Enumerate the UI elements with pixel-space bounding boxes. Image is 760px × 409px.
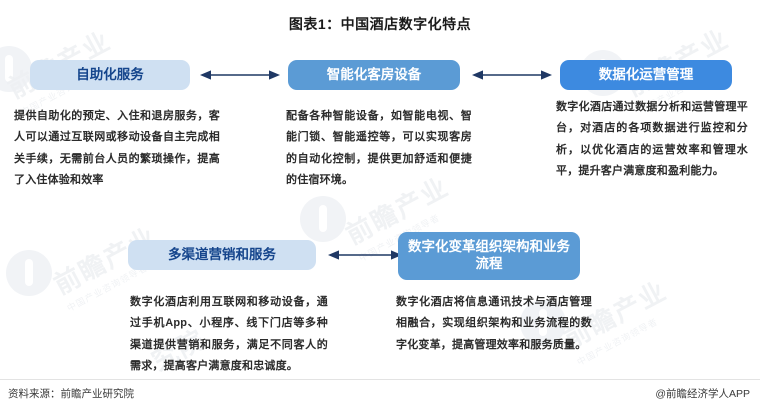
chart-title: 图表1：中国酒店数字化特点	[0, 14, 760, 34]
footer-divider	[0, 379, 760, 380]
arrow-smart-room-to-data-ops	[472, 70, 552, 80]
node-self-service-body: 提供自助化的预定、入住和退房服务，客人可以通过互联网或移动设备自主完成相关手续，…	[14, 110, 220, 187]
arrow-multichannel-to-transformation	[328, 250, 402, 260]
source-note: 资料来源：前瞻产业研究院	[8, 388, 134, 400]
node-multichannel-marketing-label: 多渠道营销和服务	[168, 246, 276, 262]
node-data-operations-management-body: 数字化酒店通过数据分析和运营管理平台，对酒店的各项数据进行监控和分析，以优化酒店…	[556, 101, 748, 178]
watermark-logo-icon	[0, 46, 32, 92]
watermark-logo-icon	[300, 196, 346, 242]
node-multichannel-marketing-body: 数字化酒店利用互联网和移动设备，通过手机App、小程序、线下门店等多种渠道提供营…	[130, 296, 328, 373]
node-self-service[interactable]: 自助化服务	[30, 60, 190, 90]
node-smart-room-equipment[interactable]: 智能化客房设备	[288, 60, 460, 90]
node-digital-transformation-structure-label: 数字化变革组织架构和业务流程	[408, 239, 570, 271]
node-data-operations-management[interactable]: 数据化运营管理	[560, 60, 732, 90]
node-data-operations-management-label: 数据化运营管理	[598, 66, 694, 82]
node-smart-room-equipment-body: 配备各种智能设备，如智能电视、智能门锁、智能遥控等，可以实现客房的自动化控制，提…	[286, 110, 472, 187]
arrow-self-service-to-smart-room	[200, 70, 280, 80]
watermark-logo-icon	[6, 250, 52, 296]
node-multichannel-marketing[interactable]: 多渠道营销和服务	[128, 240, 316, 270]
attribution-note: @前瞻经济学人APP	[655, 388, 750, 400]
chart-title-text: 图表1：中国酒店数字化特点	[288, 16, 472, 32]
node-digital-transformation-structure-body: 数字化酒店将信息通讯技术与酒店管理相融合，实现组织架构和业务流程的数字化变革，提…	[396, 296, 592, 351]
node-digital-transformation-structure[interactable]: 数字化变革组织架构和业务流程	[398, 232, 580, 280]
node-smart-room-equipment-label: 智能化客房设备	[326, 66, 422, 82]
node-self-service-label: 自助化服务	[76, 66, 144, 82]
